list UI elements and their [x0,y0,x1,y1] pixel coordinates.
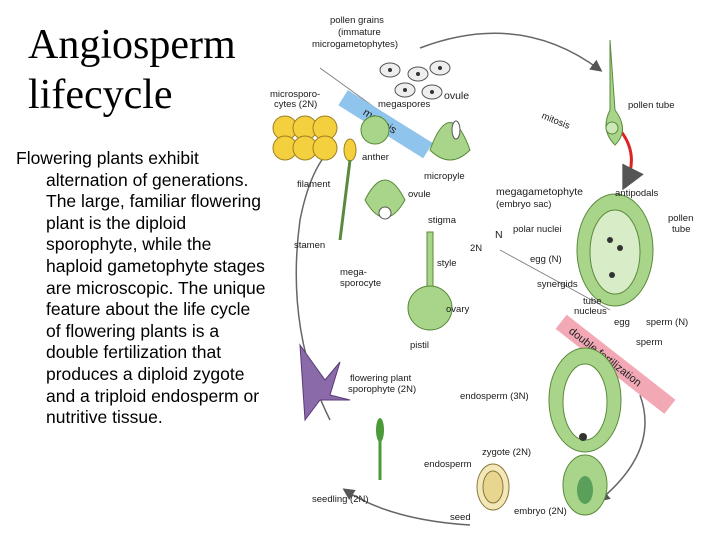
label-immature: (immature [338,27,381,38]
label-polar-nuclei: polar nuclei [513,224,562,235]
label-egg: egg [614,317,630,328]
label-embryo: embryo (2N) [514,506,567,517]
cycle-arrow-top [419,32,603,72]
label-sperm: sperm [636,337,662,348]
label-tube-nucleus-1: tube [583,296,602,307]
label-endosperm: endosperm [424,459,472,470]
label-pollen-tube-top: pollen tube [628,100,674,111]
ovule-top-icon [360,115,471,161]
label-antipodals: antipodals [615,188,659,199]
label-synergids: synergids [537,279,578,290]
pistil-icon [407,231,453,331]
label-micropyle: micropyle [424,171,465,182]
ovule-mid-icon [364,179,406,220]
stamen-icon [338,159,352,241]
label-mega-2: sporocyte [340,278,381,289]
seedling-icon [376,418,384,480]
label-stigma: stigma [428,215,457,226]
pollen-tube-top-icon [605,39,623,146]
embryo-icon [562,454,608,516]
label-tube-nucleus-2: nucleus [574,306,607,317]
label-style: style [437,258,457,269]
label-microgametophytes: microgametophytes) [312,39,398,50]
cycle-arrow-red [618,129,644,191]
label-zygote: zygote (2N) [482,447,531,458]
label-sperm-n: sperm (N) [646,317,688,328]
label-seed: seed [450,512,471,523]
slide-body-text: Flowering plants exhibit alternation of … [16,148,266,428]
label-anther: anther [362,152,389,163]
cycle-arrow-right [597,394,646,502]
label-egg-n: egg (N) [530,254,562,265]
label-mitosis: mitosis [540,111,572,132]
label-megagametophyte: megagametophyte [496,186,583,198]
label-pollen-tube-right-2: tube [672,224,691,235]
label-flowering-2: sporophyte (2N) [348,384,416,395]
label-ovule-top: ovule [444,90,469,102]
pointer-line-2 [499,249,611,311]
label-microsporocytes-2: cytes (2N) [274,99,317,110]
cycle-arrow-bottom [342,488,471,526]
microsporocytes-icon [272,115,357,162]
angiosperm-lifecycle-diagram: meiosis double fertilization [270,15,693,526]
label-seedling: seedling (2N) [312,494,369,505]
label-filament: filament [297,179,331,190]
label-pollen-tube-right-1: pollen [668,213,693,224]
label-n: N [495,229,503,241]
slide-title: Angiosperm lifecycle [28,22,236,118]
label-flowering-1: flowering plant [350,373,412,384]
label-ovary: ovary [446,304,469,315]
label-pollen-grains: pollen grains [330,15,384,26]
label-pistil: pistil [410,340,429,351]
label-embryo-sac: (embryo sac) [496,199,551,210]
label-ovule-mid: ovule [408,189,431,200]
label-endosperm-3n: endosperm (3N) [460,391,529,402]
label-stamen: stamen [294,240,325,251]
embryo-sac-icon [576,193,654,307]
label-2n: 2N [470,243,482,254]
label-megaspores: megaspores [378,99,431,110]
flowering-plant-icon [299,343,351,422]
label-mega-1: mega- [340,267,367,278]
seed-icon [476,463,510,511]
endosperm-ovule-icon [548,347,622,453]
label-microsporocytes-1: microsporo- [270,89,320,100]
pollen-grains-icon [379,60,451,100]
